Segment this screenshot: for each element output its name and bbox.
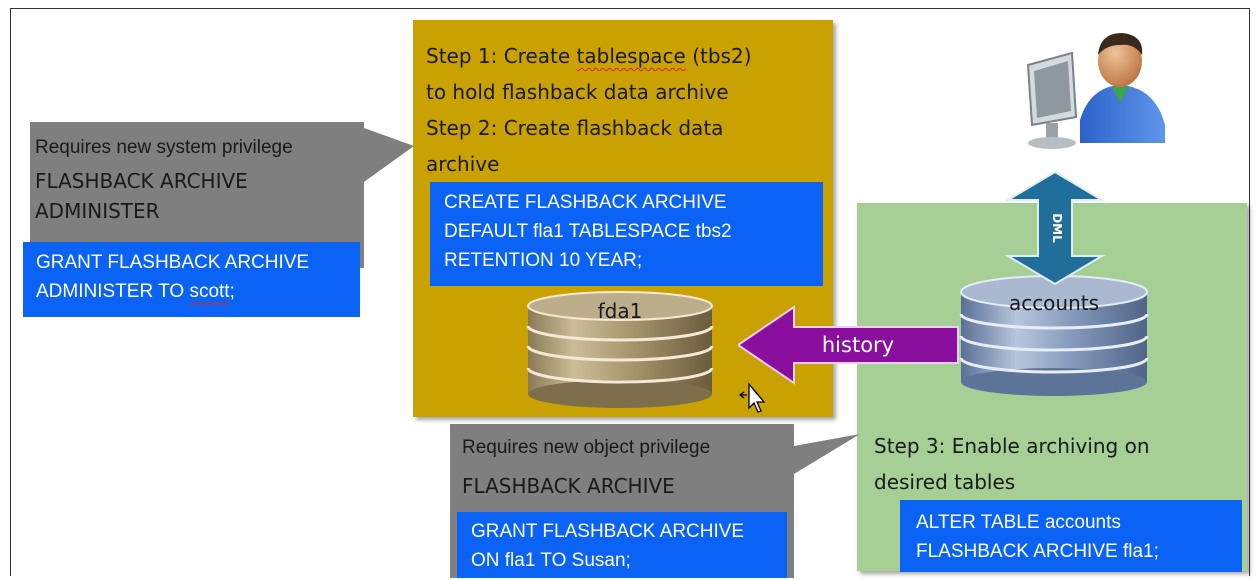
grant-administer-suffix: ; — [229, 281, 235, 302]
dml-label: DML — [1050, 213, 1064, 243]
bottom-callout-text: Requires new object privilege FLASHBACK … — [462, 435, 792, 501]
left-callout-text: Requires new system privilege FLASHBACK … — [35, 135, 355, 226]
bottom-callout-line2: FLASHBACK ARCHIVE — [462, 474, 675, 498]
step1-word: tablespace — [576, 44, 686, 68]
step2-line2: archive — [426, 152, 500, 176]
grant-administer-user: scott — [189, 281, 230, 302]
fda1-cylinder: fda1 — [526, 291, 714, 408]
left-callout-line2: FLASHBACK ARCHIVE — [35, 169, 248, 193]
history-label: history — [822, 333, 894, 357]
create-archive-line1: CREATE FLASHBACK ARCHIVE — [444, 192, 727, 213]
step2-line1: Step 2: Create flashback data — [426, 116, 724, 140]
move-cursor-icon — [738, 382, 766, 413]
fda1-label: fda1 — [598, 299, 643, 323]
grant-susan-line1: GRANT FLASHBACK ARCHIVE — [471, 521, 745, 542]
grant-administer-prefix: ADMINISTER TO — [36, 281, 190, 302]
grant-administer-code: GRANT FLASHBACK ARCHIVE ADMINISTER TO sc… — [23, 242, 360, 317]
accounts-label: accounts — [1009, 291, 1099, 315]
diagram-frame — [10, 8, 1250, 576]
dml-arrow: DML — [1004, 170, 1106, 286]
history-arrow: history — [738, 305, 959, 385]
step1-suffix: (tbs2) — [685, 44, 752, 68]
left-callout-line3: ADMINISTER — [35, 199, 160, 223]
alter-table-line1: ALTER TABLE accounts — [916, 512, 1121, 533]
create-archive-line2: DEFAULT fla1 TABLESPACE tbs2 — [444, 221, 732, 242]
user-at-computer-icon — [1026, 33, 1165, 149]
grant-administer-line2: ADMINISTER TO scott; — [36, 277, 360, 306]
alter-table-code: ALTER TABLE accounts FLASHBACK ARCHIVE f… — [900, 500, 1242, 572]
accounts-cylinder: accounts — [959, 275, 1149, 396]
create-archive-line3: RETENTION 10 YEAR; — [444, 250, 643, 271]
step1-line2: to hold flashback data archive — [426, 80, 729, 104]
grant-administer-line1: GRANT FLASHBACK ARCHIVE — [36, 252, 310, 273]
step1-prefix: Step 1: Create — [426, 44, 577, 68]
step3-line2: desired tables — [874, 470, 1016, 494]
alter-table-line2: FLASHBACK ARCHIVE fla1; — [916, 541, 1159, 562]
left-callout-shape — [30, 122, 414, 268]
grant-susan-code: GRANT FLASHBACK ARCHIVE ON fla1 TO Susan… — [457, 512, 787, 578]
step12-text: Step 1: Create tablespace (tbs2) to hold… — [426, 38, 826, 182]
step3-line1: Step 3: Enable archiving on — [874, 434, 1150, 458]
bottom-callout-line1: Requires new object privilege — [462, 437, 711, 458]
grant-susan-line2: ON fla1 TO Susan; — [471, 550, 631, 571]
step1-line1: Step 1: Create tablespace (tbs2) — [426, 38, 826, 74]
step3-text: Step 3: Enable archiving on desired tabl… — [874, 428, 1234, 500]
create-archive-code: CREATE FLASHBACK ARCHIVE DEFAULT fla1 TA… — [430, 182, 823, 286]
left-callout-line1: Requires new system privilege — [35, 137, 293, 158]
